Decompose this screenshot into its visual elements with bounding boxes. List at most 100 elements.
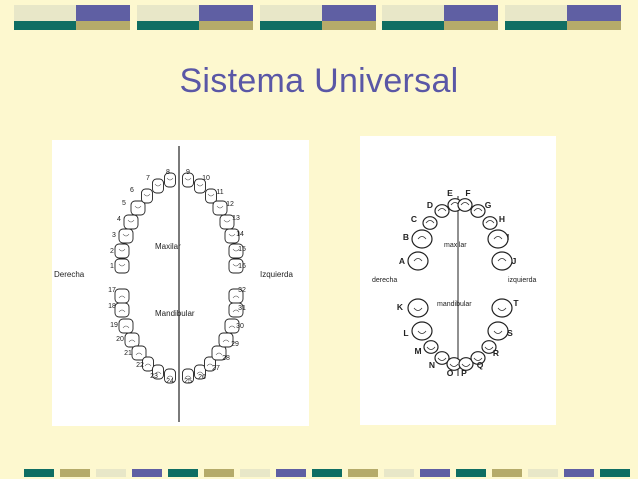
- tooth-letter: L: [403, 328, 408, 338]
- tooth-number: 23: [150, 373, 158, 380]
- tooth-number: 19: [110, 322, 118, 329]
- tooth-detail: [232, 309, 240, 313]
- band-block: [528, 469, 558, 477]
- derecha-label: derecha: [372, 277, 397, 284]
- tooth-letter: K: [397, 302, 404, 312]
- tooth-detail: [497, 307, 507, 311]
- tooth-number: 8: [166, 169, 170, 176]
- band-block: [24, 469, 54, 477]
- primary-tooth-lower: [407, 298, 429, 318]
- band-block: [96, 469, 126, 477]
- band-block-teal: [505, 21, 567, 30]
- tooth-number: 24: [166, 378, 174, 385]
- primary-tooth-upper: [411, 229, 433, 249]
- tooth-number: 18: [108, 303, 116, 310]
- primary-tooth-upper: [422, 216, 438, 230]
- tooth-number: 26: [198, 374, 206, 381]
- band-block: [132, 469, 162, 477]
- tooth-detail: [485, 220, 495, 224]
- lower-arch: [407, 298, 513, 371]
- tooth-detail: [166, 375, 174, 379]
- maxilar-label: maxilar: [444, 242, 467, 249]
- tooth-number: 14: [236, 231, 244, 238]
- tooth-detail: [232, 248, 240, 252]
- primary-tooth-lower: [411, 321, 433, 341]
- tooth-detail: [154, 371, 162, 375]
- tooth-letter: H: [499, 214, 505, 224]
- tooth-detail: [460, 202, 470, 206]
- band-block: [276, 469, 306, 477]
- mandibular-label: mandibular: [437, 301, 472, 308]
- primary-tooth-upper: [470, 204, 486, 218]
- tooth-letter: R: [493, 348, 499, 358]
- tooth-detail: [184, 375, 192, 379]
- band-block-light: [14, 5, 76, 21]
- bottom-decorative-band: [24, 469, 630, 477]
- tooth-number: 22: [136, 362, 144, 369]
- tooth-detail: [118, 263, 126, 267]
- band-block-teal: [14, 21, 76, 30]
- band-block-light: [137, 5, 199, 21]
- tooth-letter: E: [447, 188, 453, 198]
- izquierda-label: Izquierda: [260, 270, 293, 279]
- tooth-number: 6: [130, 187, 134, 194]
- primary-tooth-lower: [458, 357, 474, 371]
- tooth-detail: [118, 309, 126, 313]
- primary-tooth-lower: [434, 351, 450, 365]
- tooth-letter: G: [485, 200, 492, 210]
- tooth-letter: J: [512, 256, 517, 266]
- tooth-letter: P: [461, 368, 467, 378]
- primary-tooth-lower: [491, 298, 513, 318]
- tooth-detail: [413, 307, 423, 311]
- tooth-detail: [143, 193, 151, 197]
- band-block: [456, 469, 486, 477]
- tooth-number: 2: [110, 248, 114, 255]
- band-block: [492, 469, 522, 477]
- tooth-detail: [122, 233, 130, 237]
- band-block-olive: [322, 21, 376, 30]
- tooth-detail: [207, 193, 215, 197]
- tooth-number: 15: [238, 246, 246, 253]
- tooth-number: 20: [116, 336, 124, 343]
- band-block-olive: [76, 21, 130, 30]
- tooth-detail: [127, 219, 135, 223]
- band-block: [312, 469, 342, 477]
- mandibular-label: Mandibular: [155, 309, 195, 318]
- tooth-letter: Q: [477, 360, 484, 370]
- primary-tooth-upper: [434, 204, 450, 218]
- tooth-detail: [437, 208, 447, 212]
- tooth-number: 16: [238, 263, 246, 270]
- tooth-detail: [232, 263, 240, 267]
- tooth-letter: T: [513, 298, 519, 308]
- tooth-detail: [206, 363, 214, 367]
- band-block-olive: [567, 21, 621, 30]
- tooth-detail: [154, 183, 162, 187]
- tooth-detail: [144, 363, 152, 367]
- band-block-light: [505, 5, 567, 21]
- tooth-detail: [484, 346, 494, 350]
- band-block: [600, 469, 630, 477]
- band-block-teal: [382, 21, 444, 30]
- tooth-detail: [222, 339, 230, 343]
- band-block: [564, 469, 594, 477]
- primary-tooth-upper: [482, 216, 498, 230]
- tooth-detail: [166, 177, 174, 181]
- tooth-detail: [493, 330, 503, 334]
- tooth-number: 27: [212, 365, 220, 372]
- lower-arch: [114, 288, 244, 384]
- tooth-number: 9: [186, 169, 190, 176]
- tooth-number: 10: [202, 175, 210, 182]
- tooth-detail: [437, 357, 447, 361]
- tooth-letter: F: [465, 188, 470, 198]
- tooth-letter: S: [507, 328, 513, 338]
- band-block-light: [260, 5, 322, 21]
- tooth-detail: [232, 295, 240, 299]
- band-block: [348, 469, 378, 477]
- primary-tooth-lower: [481, 340, 497, 354]
- tooth-number: 25: [184, 378, 192, 385]
- tooth-detail: [118, 248, 126, 252]
- tooth-detail: [216, 205, 224, 209]
- band-block-light: [382, 5, 444, 21]
